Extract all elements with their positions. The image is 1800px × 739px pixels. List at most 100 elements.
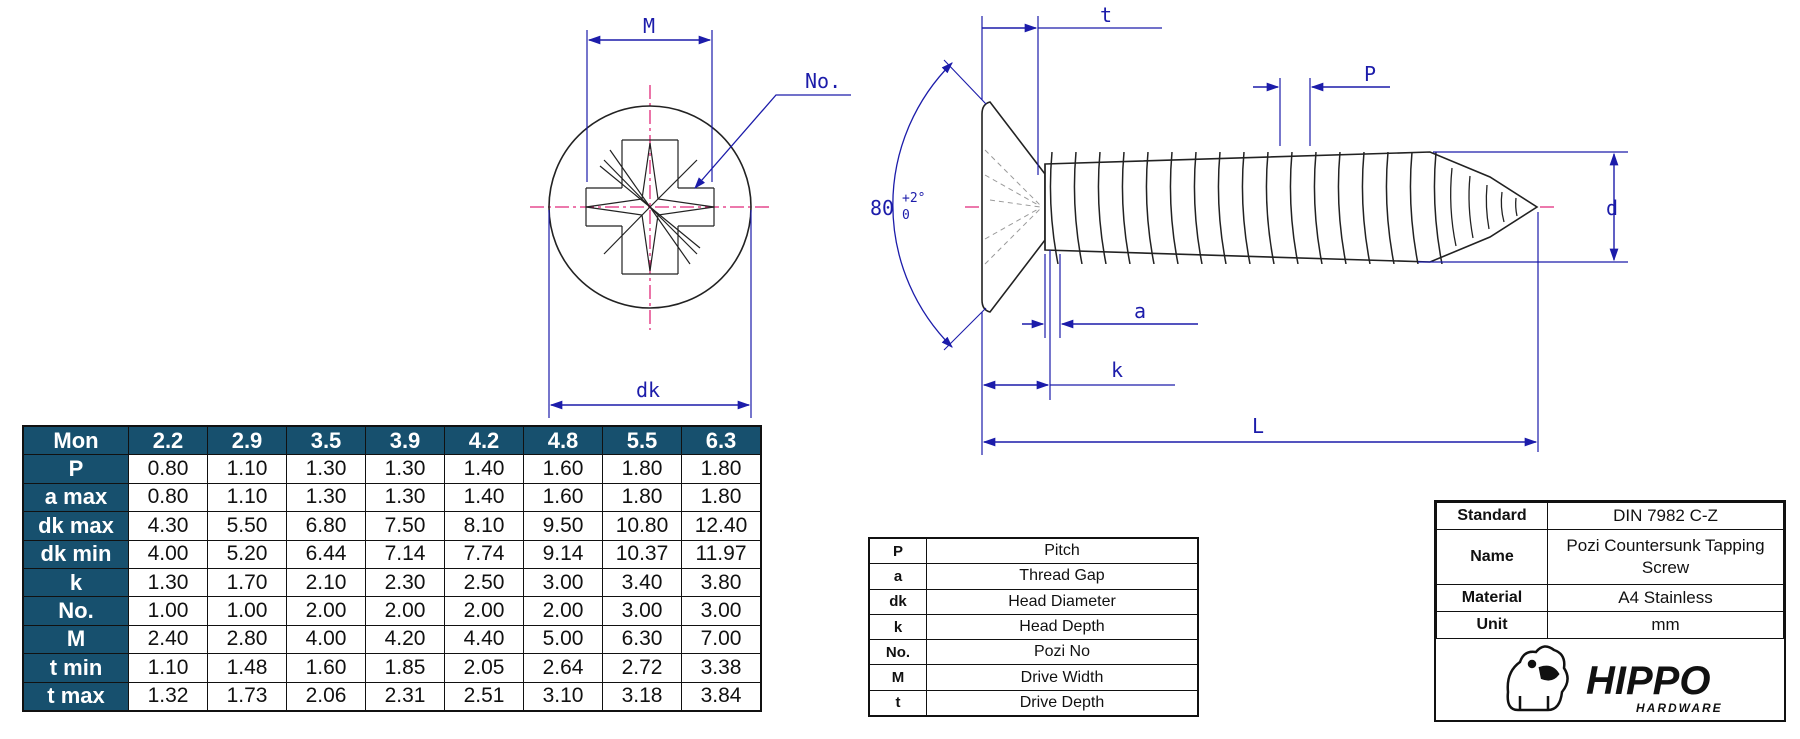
spec-row-label: t max bbox=[22, 681, 129, 712]
label-dk: dk bbox=[636, 378, 660, 402]
spec-cell: 3.00 bbox=[602, 596, 682, 626]
hippo-hardware-logo: HIPPO HARDWARE bbox=[1506, 645, 1721, 715]
spec-cell: 1.85 bbox=[365, 653, 445, 683]
spec-size: 5.5 bbox=[602, 425, 682, 456]
info-name-value: Pozi Countersunk Tapping Screw bbox=[1547, 529, 1784, 585]
spec-row-label: k bbox=[22, 567, 129, 598]
info-row-standard: Standard DIN 7982 C-Z bbox=[1436, 502, 1784, 530]
spec-cell: 2.80 bbox=[207, 624, 287, 655]
spec-cell: 3.80 bbox=[681, 567, 762, 598]
label-k: k bbox=[1111, 358, 1123, 382]
spec-cell: 1.80 bbox=[681, 482, 762, 513]
info-material-label: Material bbox=[1436, 584, 1548, 612]
spec-cell: 2.50 bbox=[444, 567, 524, 598]
spec-size: 4.8 bbox=[523, 425, 603, 456]
legend-desc: Pozi No bbox=[926, 639, 1199, 666]
spec-cell: 4.00 bbox=[286, 624, 366, 655]
info-name-label: Name bbox=[1436, 529, 1548, 585]
label-angle: 80 bbox=[870, 196, 894, 220]
spec-row-label: P bbox=[22, 454, 129, 484]
spec-cell: 2.00 bbox=[365, 596, 445, 626]
spec-cell: 3.84 bbox=[681, 681, 762, 712]
spec-cell: 0.80 bbox=[128, 482, 208, 513]
spec-cell: 3.00 bbox=[523, 567, 603, 598]
info-standard-value: DIN 7982 C-Z bbox=[1547, 502, 1784, 530]
spec-cell: 3.38 bbox=[681, 653, 762, 683]
label-t: t bbox=[1100, 3, 1112, 27]
screw-side-view: 80 +2° 0 t P d a k L bbox=[870, 3, 1628, 455]
spec-size: 2.2 bbox=[128, 425, 208, 456]
info-table: Standard DIN 7982 C-Z Name Pozi Counters… bbox=[1436, 502, 1784, 639]
spec-cell: 5.50 bbox=[207, 511, 287, 541]
spec-cell: 2.30 bbox=[365, 567, 445, 598]
spec-cell: 2.00 bbox=[286, 596, 366, 626]
info-block: Standard DIN 7982 C-Z Name Pozi Counters… bbox=[1434, 500, 1786, 722]
spec-cell: 7.74 bbox=[444, 539, 524, 569]
legend-key: t bbox=[868, 689, 927, 717]
spec-cell: 7.00 bbox=[681, 624, 762, 655]
legend-desc: Head Depth bbox=[926, 613, 1199, 641]
spec-row-label: dk max bbox=[22, 511, 129, 541]
label-M: M bbox=[643, 14, 655, 38]
spec-size: 3.5 bbox=[286, 425, 366, 456]
spec-cell: 11.97 bbox=[681, 539, 762, 569]
legend-row: No.Pozi No bbox=[868, 639, 1199, 666]
spec-size: 2.9 bbox=[207, 425, 287, 456]
spec-cell: 4.30 bbox=[128, 511, 208, 541]
legend-desc: Head Diameter bbox=[926, 588, 1199, 615]
spec-cell: 3.10 bbox=[523, 681, 603, 712]
spec-cell: 1.32 bbox=[128, 681, 208, 712]
legend-desc: Pitch bbox=[926, 537, 1199, 565]
logo-text: HIPPO bbox=[1586, 659, 1710, 703]
head-top-view: M No. dk bbox=[530, 14, 851, 418]
spec-cell: 1.73 bbox=[207, 681, 287, 712]
spec-cell: 8.10 bbox=[444, 511, 524, 541]
spec-cell: 1.30 bbox=[128, 567, 208, 598]
spec-cell: 9.50 bbox=[523, 511, 603, 541]
spec-header-row: Mon 2.2 2.9 3.5 3.9 4.2 4.8 5.5 6.3 bbox=[22, 425, 762, 456]
spec-cell: 4.40 bbox=[444, 624, 524, 655]
legend-key: a bbox=[868, 563, 927, 590]
spec-size: 3.9 bbox=[365, 425, 445, 456]
spec-cell: 1.00 bbox=[207, 596, 287, 626]
label-d: d bbox=[1606, 196, 1618, 220]
spec-cell: 1.10 bbox=[128, 653, 208, 683]
spec-cell: 3.18 bbox=[602, 681, 682, 712]
legend-desc: Thread Gap bbox=[926, 563, 1199, 590]
legend-desc: Drive Width bbox=[926, 664, 1199, 691]
spec-cell: 1.40 bbox=[444, 454, 524, 484]
spec-row-label: No. bbox=[22, 596, 129, 626]
label-No: No. bbox=[805, 69, 841, 93]
legend-key: P bbox=[868, 537, 927, 565]
spec-cell: 9.14 bbox=[523, 539, 603, 569]
spec-cell: 2.51 bbox=[444, 681, 524, 712]
spec-cell: 1.10 bbox=[207, 454, 287, 484]
spec-cell: 6.80 bbox=[286, 511, 366, 541]
spec-header-label: Mon bbox=[22, 425, 129, 456]
spec-row-label: t min bbox=[22, 653, 129, 683]
info-row-material: Material A4 Stainless bbox=[1436, 584, 1784, 612]
info-unit-value: mm bbox=[1547, 611, 1784, 639]
spec-cell: 4.20 bbox=[365, 624, 445, 655]
spec-cell: 1.80 bbox=[602, 482, 682, 513]
spec-cell: 2.05 bbox=[444, 653, 524, 683]
spec-cell: 1.48 bbox=[207, 653, 287, 683]
spec-cell: 2.40 bbox=[128, 624, 208, 655]
spec-cell: 1.30 bbox=[286, 454, 366, 484]
spec-row-label: dk min bbox=[22, 539, 129, 569]
spec-size: 6.3 bbox=[681, 425, 762, 456]
label-a: a bbox=[1134, 299, 1146, 323]
spec-cell: 3.00 bbox=[681, 596, 762, 626]
